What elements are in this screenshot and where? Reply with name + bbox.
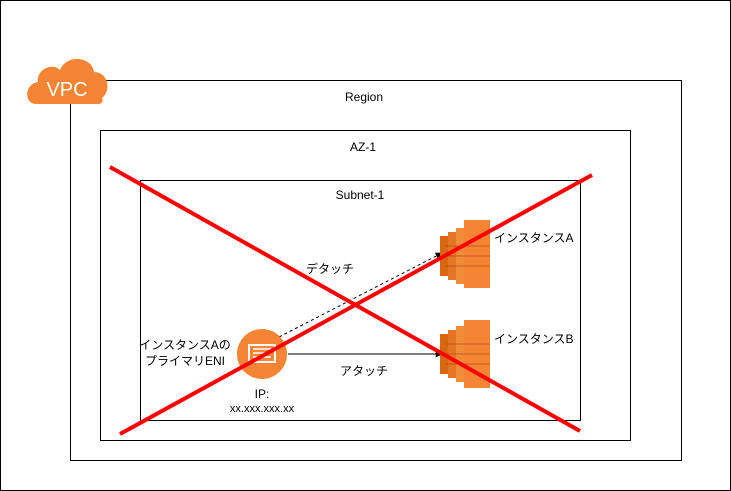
eni-label-line2: プライマリENI xyxy=(145,354,225,368)
cross-line-1 xyxy=(109,165,581,433)
vpc-icon: VPC xyxy=(27,58,108,104)
subnet-label: Subnet-1 xyxy=(336,188,385,202)
vpc-cloud-shape xyxy=(27,58,108,104)
eni-ip-value: xx.xxx.xxx.xx xyxy=(230,403,295,415)
red-cross-mark xyxy=(109,165,593,436)
az-group: AZ-1 xyxy=(100,130,631,441)
instance-a-label: インスタンスA xyxy=(494,231,574,245)
attach-label: アタッチ xyxy=(340,364,388,378)
vpc-label: VPC xyxy=(46,79,87,101)
detach-arrow xyxy=(278,252,443,338)
subnet-box xyxy=(140,180,581,421)
instance-b-label: インスタンスB xyxy=(494,332,574,346)
eni-label-line1: インスタンスAの xyxy=(139,338,231,352)
instance-a-node: インスタンスA xyxy=(440,220,574,288)
region-label: Region xyxy=(345,90,383,104)
region-group: Region xyxy=(70,80,682,461)
region-box xyxy=(70,80,682,461)
detach-edge: デタッチ xyxy=(278,252,443,338)
eni-ip-label: IP: xyxy=(255,387,270,401)
instance-b-node: インスタンスB xyxy=(440,320,574,388)
az-box xyxy=(100,130,631,441)
subnet-group: Subnet-1 xyxy=(140,180,581,421)
cross-line-2 xyxy=(119,173,593,436)
detach-label: デタッチ xyxy=(306,261,354,276)
eni-card-glyph xyxy=(248,344,276,363)
az-label: AZ-1 xyxy=(350,140,376,154)
attach-edge: アタッチ xyxy=(288,350,443,378)
eni-node: インスタンスAの プライマリENI IP: xx.xxx.xxx.xx xyxy=(139,329,295,415)
